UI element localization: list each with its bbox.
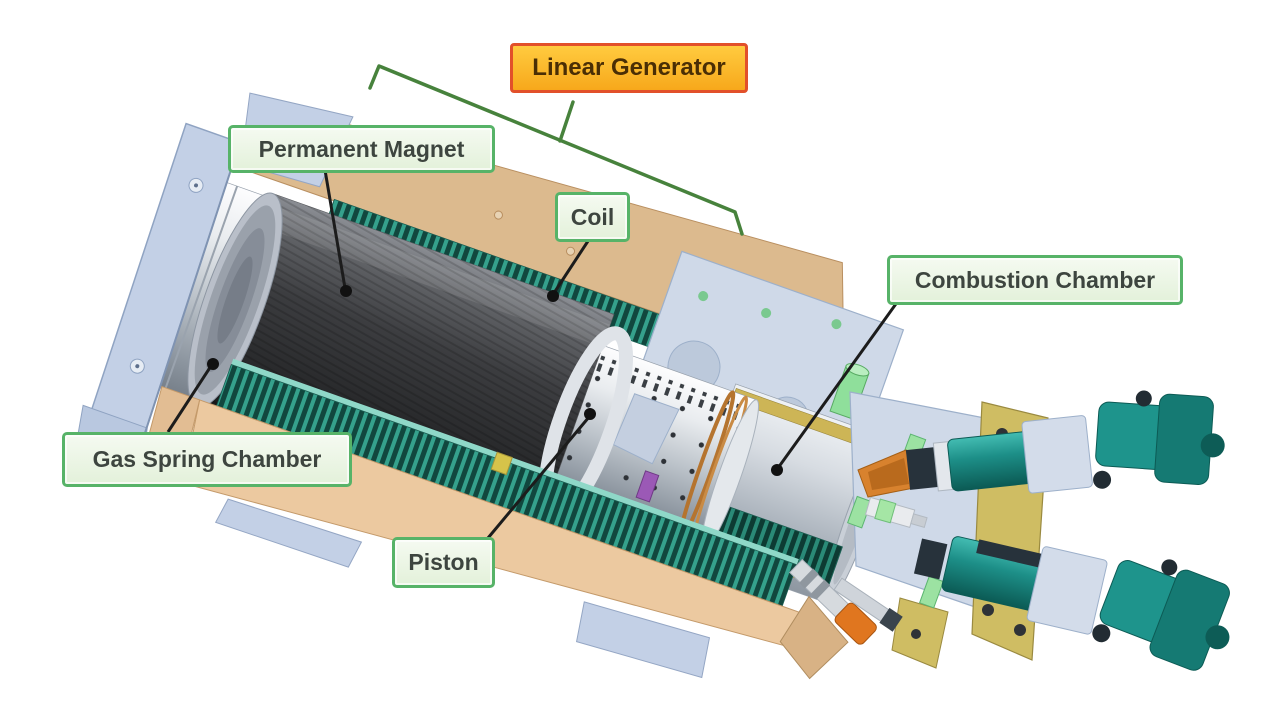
leader-dot xyxy=(547,290,559,302)
orange-cone-inner xyxy=(868,458,909,490)
label-piston: Piston xyxy=(392,537,495,588)
leader-coil xyxy=(552,237,592,294)
yellow-shim xyxy=(490,451,513,476)
orange-connector xyxy=(834,602,877,645)
green-stud xyxy=(918,575,944,609)
green-port xyxy=(698,291,709,302)
spark-plug xyxy=(864,496,928,528)
leader-gas-spring-chamber xyxy=(166,365,213,433)
label-linear-generator: Linear Generator xyxy=(510,43,748,93)
bolt xyxy=(982,604,994,616)
base-plate xyxy=(575,601,711,679)
bolt xyxy=(911,629,921,639)
actuator-head xyxy=(1095,390,1225,485)
label-gas-spring-chamber: Gas Spring Chamber xyxy=(62,432,352,487)
leader-dot xyxy=(584,408,596,420)
leader-dot xyxy=(207,358,219,370)
label-coil: Coil xyxy=(555,192,630,242)
sensor-probe xyxy=(833,577,903,632)
green-port xyxy=(831,319,842,330)
linear-generator-bracket xyxy=(368,64,744,236)
knob xyxy=(1093,470,1112,489)
base-plate xyxy=(214,498,363,568)
valve-actuator-lower xyxy=(913,536,1230,671)
leader-combustion-chamber xyxy=(776,300,900,469)
fuel-injector xyxy=(789,558,877,645)
leader-dot xyxy=(340,285,352,297)
actuator-clamp xyxy=(1021,415,1093,494)
valve-actuator-upper xyxy=(905,390,1225,494)
green-port xyxy=(761,308,772,319)
actuator-strap xyxy=(976,539,1048,569)
engine-assembly xyxy=(74,92,905,680)
label-permanent-magnet: Permanent Magnet xyxy=(228,125,495,173)
actuator-head xyxy=(1099,559,1230,671)
knob xyxy=(1092,624,1111,643)
leader-permanent-magnet xyxy=(323,169,347,289)
bolt xyxy=(1014,624,1026,636)
injector-actuator-cluster xyxy=(789,390,1230,671)
leader-piston xyxy=(486,416,591,539)
annotation-lines xyxy=(166,64,900,539)
label-combustion-chamber: Combustion Chamber xyxy=(887,255,1183,305)
bracket-tick xyxy=(558,100,575,143)
leader-dot xyxy=(771,464,783,476)
support-bracket xyxy=(612,393,680,465)
purple-spacer xyxy=(635,470,660,503)
actuator-clamp xyxy=(1026,546,1108,635)
